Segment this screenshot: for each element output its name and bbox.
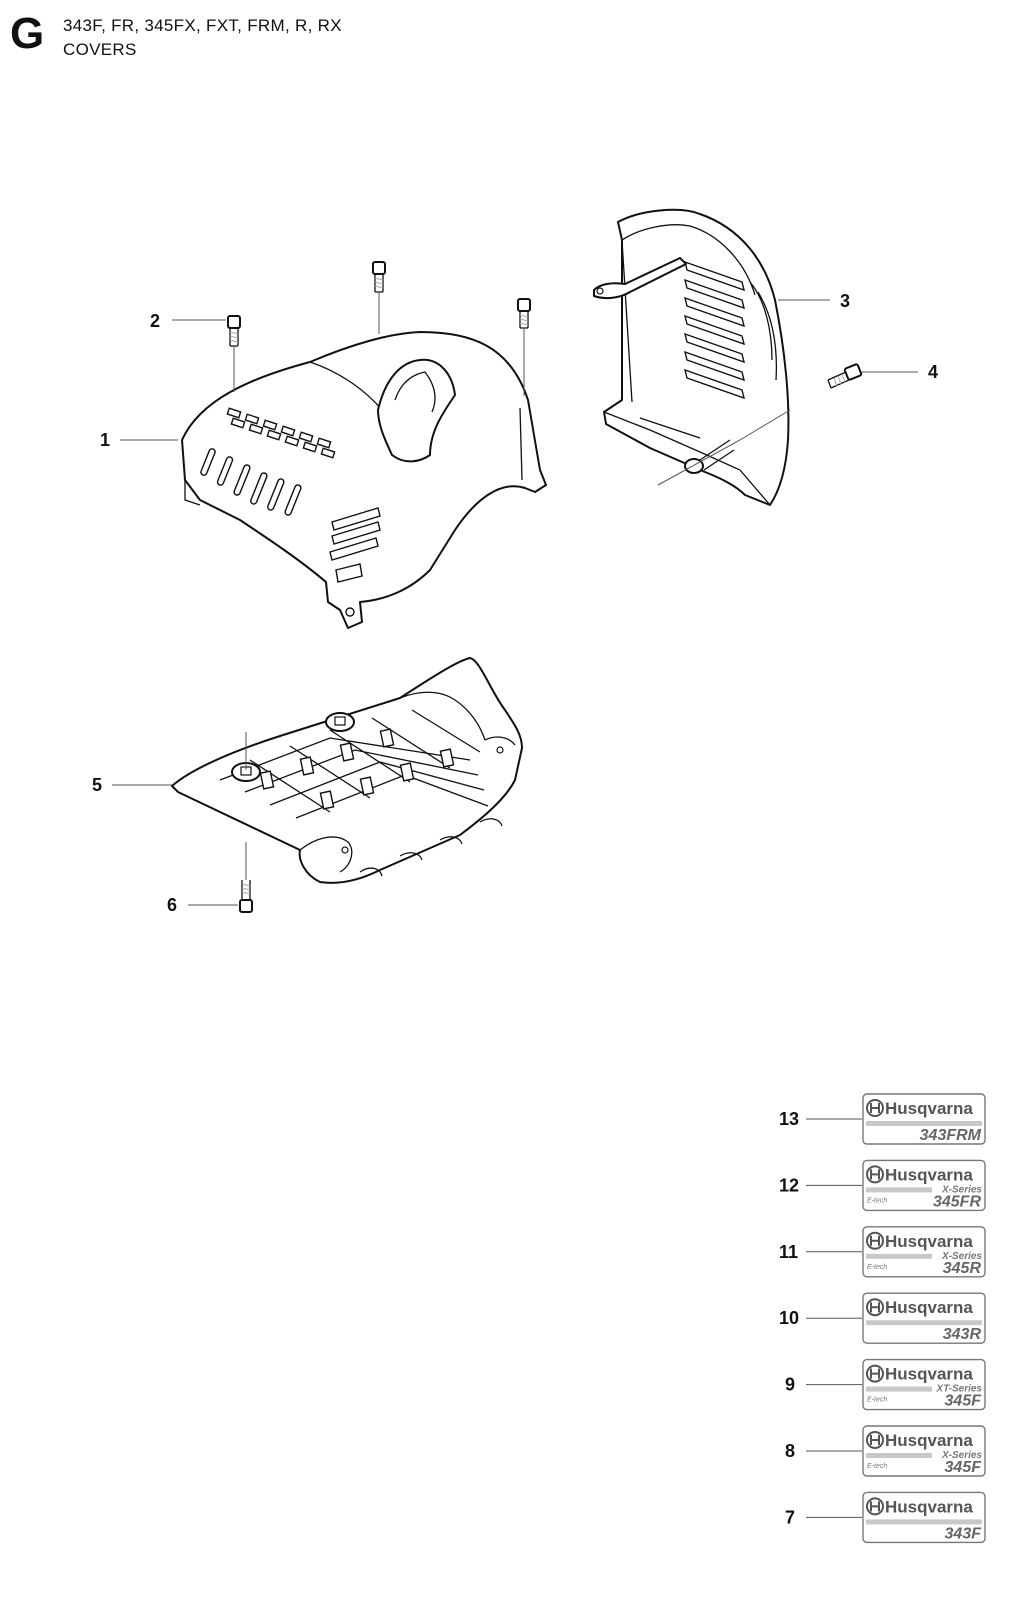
- part-2-screw-b[interactable]: [372, 261, 386, 293]
- decal-series-text: X-Series: [941, 1450, 982, 1461]
- part-2-screw-c[interactable]: [517, 298, 531, 329]
- decal-plate: [862, 1159, 986, 1212]
- decal-etech-text: E-tech: [867, 1463, 887, 1470]
- decal-plate: [862, 1491, 986, 1544]
- callout-6: 6: [167, 895, 177, 915]
- decal-callout-label: 12: [779, 1175, 799, 1195]
- decal-model-text: 343F: [945, 1525, 983, 1542]
- husqvarna-crown-logo-icon: [866, 1231, 884, 1250]
- decal-callout-label: 8: [785, 1441, 795, 1461]
- shroud-fins: [684, 260, 745, 400]
- decal-callout-label: 10: [779, 1308, 799, 1328]
- husqvarna-crown-logo-icon: [866, 1431, 884, 1449]
- decal-model-text: 345F: [945, 1459, 983, 1476]
- decal-series-text: X-Series: [941, 1184, 982, 1195]
- decal-etech-text: E-tech: [867, 1197, 887, 1204]
- part-5-bottom-cover[interactable]: [171, 657, 523, 884]
- decal-plate: [862, 1425, 986, 1477]
- part-1-top-cover[interactable]: [181, 331, 547, 629]
- decal-list: 13Husqvarna343FRM12HusqvarnaX-SeriesE-te…: [779, 1093, 986, 1544]
- husqvarna-crown-logo-icon: [866, 1364, 884, 1383]
- part-6-screw[interactable]: [239, 880, 253, 913]
- top-cover-grill-upper: [226, 407, 336, 459]
- husqvarna-crown-logo-icon: [866, 1165, 884, 1184]
- decal-callout-label: 13: [779, 1109, 799, 1129]
- callout-4: 4: [928, 362, 938, 382]
- decal-model-text: 345R: [943, 1260, 982, 1277]
- decal-model-text: 345F: [945, 1393, 983, 1410]
- decal-plate: [862, 1093, 986, 1145]
- decal-brand-text: Husqvarna: [885, 1099, 973, 1118]
- model-list: 343F, FR, 345FX, FXT, FRM, R, RX: [63, 16, 342, 35]
- decal-callout-label: 9: [785, 1375, 795, 1395]
- decal-etech-text: E-tech: [867, 1264, 887, 1271]
- callout-5: 5: [92, 775, 102, 795]
- section-letter: G: [10, 9, 45, 58]
- husqvarna-crown-logo-icon: [866, 1497, 884, 1516]
- part-2-screw-a[interactable]: [227, 315, 241, 347]
- callout-2: 2: [150, 311, 160, 331]
- part-3-cylinder-shroud[interactable]: [593, 208, 790, 506]
- bottom-cover-ribs: [219, 709, 489, 819]
- decal-plate: [862, 1358, 986, 1411]
- page-title: COVERS: [63, 40, 137, 59]
- decal-series-text: X-Series: [941, 1251, 982, 1262]
- decal-13[interactable]: 13 Husqvarna 343FRM: [779, 1093, 986, 1145]
- decal-10[interactable]: 10 Husqvarna 343R: [779, 1292, 986, 1344]
- decal-brand-text: Husqvarna: [885, 1165, 973, 1184]
- top-cover-grill-front: [200, 448, 302, 516]
- decal-brand-text: Husqvarna: [885, 1232, 973, 1251]
- decal-model-text: 343FRM: [920, 1127, 982, 1144]
- callout-1: 1: [100, 430, 110, 450]
- husqvarna-crown-logo-icon: [866, 1298, 884, 1317]
- callout-3: 3: [840, 291, 850, 311]
- part-4-screw[interactable]: [827, 363, 863, 389]
- decal-series-text: XT-Series: [935, 1384, 982, 1395]
- decal-model-text: 345FR: [933, 1193, 981, 1210]
- decal-callout-label: 7: [785, 1507, 795, 1527]
- decal-plate: [862, 1292, 986, 1344]
- page-header: G 343F, FR, 345FX, FXT, FRM, R, RX COVER…: [0, 0, 1024, 80]
- decal-brand-text: Husqvarna: [885, 1298, 973, 1317]
- husqvarna-crown-logo-icon: [866, 1099, 884, 1117]
- decal-brand-text: Husqvarna: [885, 1497, 973, 1516]
- decal-plate: [862, 1226, 986, 1278]
- decal-callout-label: 11: [779, 1242, 798, 1262]
- decal-brand-text: Husqvarna: [885, 1431, 973, 1450]
- decal-etech-text: E-tech: [867, 1397, 887, 1404]
- decal-brand-text: Husqvarna: [885, 1365, 973, 1384]
- decal-7[interactable]: 7 Husqvarna 343F: [785, 1491, 986, 1544]
- decal-model-text: 343R: [943, 1326, 982, 1343]
